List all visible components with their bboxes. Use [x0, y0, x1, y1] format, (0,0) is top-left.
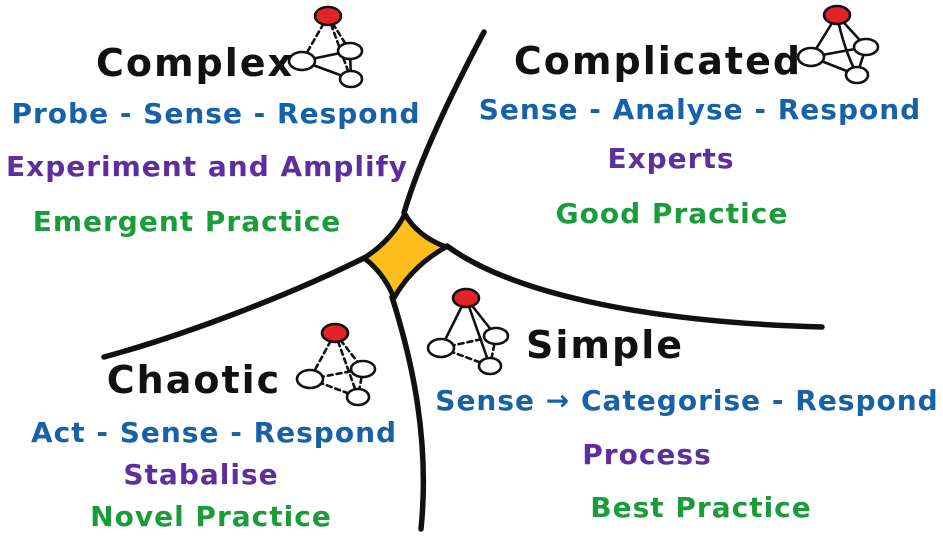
simple-title: Simple [526, 323, 684, 367]
chaotic-practice: Novel Practice [90, 500, 332, 533]
chaotic-title: Chaotic [106, 358, 282, 402]
simple-decision-model: Sense → Categorise - Respond [435, 384, 939, 417]
center-disorder-zone [361, 211, 449, 301]
simple-network-icon [426, 287, 510, 376]
complicated-management-style: Experts [607, 142, 735, 175]
complex-title: Complex [95, 41, 295, 85]
divider-curve-top [401, 29, 487, 216]
divider-curve-bottom [389, 294, 427, 532]
simple-management-style: Process [582, 438, 712, 471]
divider-curves [101, 29, 825, 532]
complicated-practice: Good Practice [555, 197, 789, 230]
chaotic-management-style: Stabalise [123, 458, 279, 491]
complicated-network-icon [796, 4, 880, 85]
chaotic-network-icon [295, 322, 377, 407]
divider-curve-left [101, 254, 369, 360]
chaotic-decision-model: Act - Sense - Respond [30, 416, 398, 449]
complex-decision-model: Probe - Sense - Respond [11, 97, 421, 130]
simple-practice: Best Practice [590, 491, 812, 524]
complex-network-icon [287, 5, 364, 89]
complicated-decision-model: Sense - Analyse - Respond [478, 93, 922, 126]
complex-management-style: Experiment and Amplify [6, 150, 408, 183]
divider-curve-right [444, 243, 825, 330]
complex-practice: Emergent Practice [32, 205, 342, 238]
complicated-title: Complicated [513, 39, 803, 83]
